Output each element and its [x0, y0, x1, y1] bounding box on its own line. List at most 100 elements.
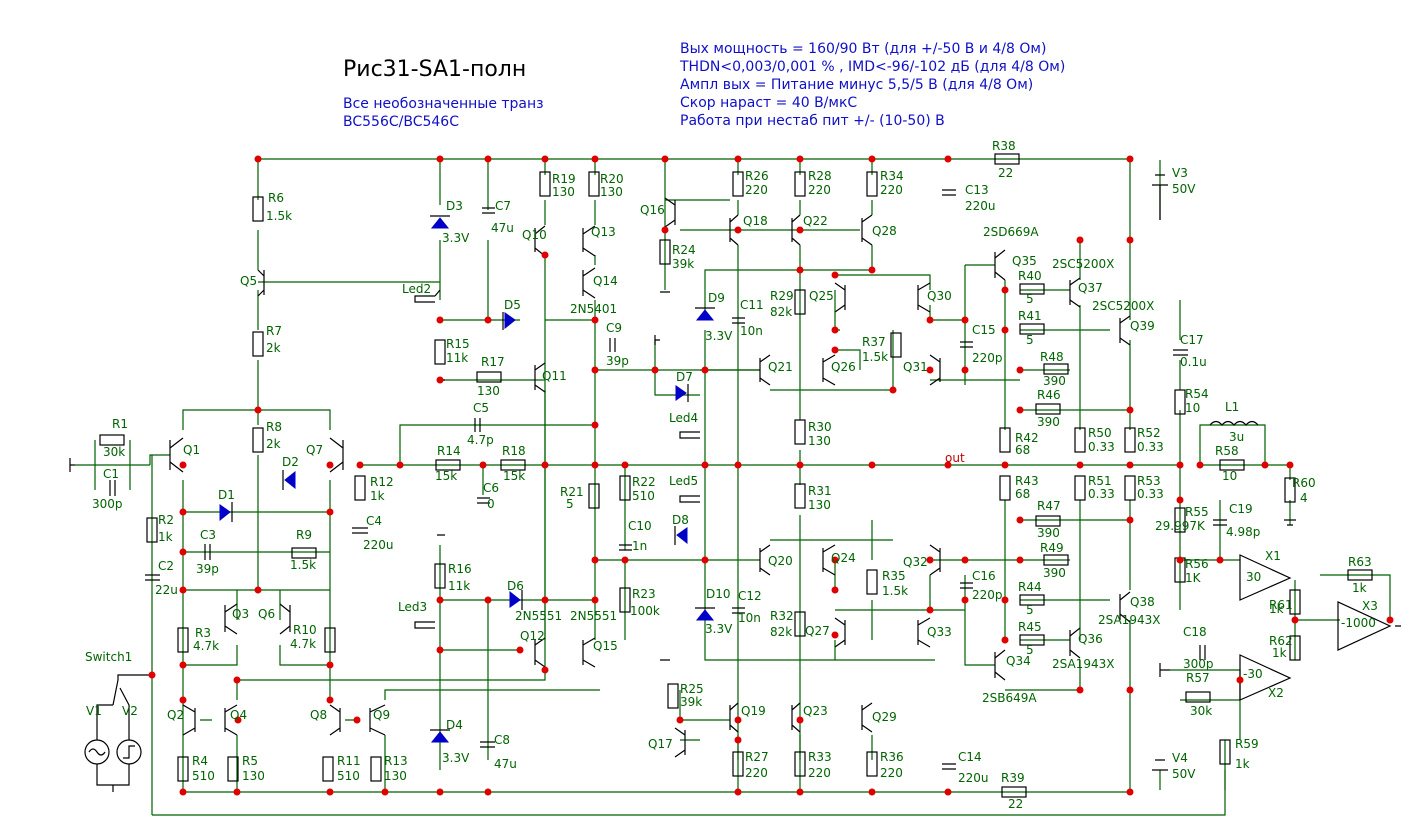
component-label: D4 — [446, 718, 463, 732]
component-value: 130 — [477, 384, 500, 398]
component-value: 220 — [880, 766, 903, 780]
junction-dot — [179, 661, 187, 669]
component-label: C13 — [965, 183, 989, 197]
junction-dot — [734, 788, 742, 796]
component-label: C19 — [1229, 502, 1253, 516]
component-label: R27 — [745, 750, 769, 764]
junction-dot — [179, 788, 187, 796]
component-value: 47u — [491, 221, 514, 235]
component-label: Q34 — [1006, 654, 1031, 668]
component-label: R4 — [192, 754, 208, 768]
component-label: 2SC5200X — [1092, 299, 1154, 313]
sources-and-amps — [69, 174, 1401, 792]
component-value: 22 — [998, 166, 1013, 180]
junction-dot — [734, 716, 742, 724]
component-value: 1K — [1185, 571, 1202, 585]
component-value: 11k — [446, 351, 468, 365]
component-value: 130 — [808, 498, 831, 512]
component-label: Q24 — [831, 551, 856, 565]
junction-dot — [831, 556, 839, 564]
component-label: X3 — [1362, 599, 1378, 613]
component-value: 0.33 — [1088, 440, 1115, 454]
component-label: Led5 — [669, 474, 698, 488]
component-value: 3.3V — [705, 622, 733, 636]
component-label: R50 — [1088, 426, 1112, 440]
component-value: 130 — [552, 185, 575, 199]
component-label: R60 — [1292, 476, 1316, 490]
component-value: 5 — [1026, 603, 1034, 617]
junction-dot — [326, 461, 334, 469]
junction-dot — [1291, 616, 1299, 624]
component-label: R36 — [880, 750, 904, 764]
component-label: C15 — [972, 323, 996, 337]
component-label: V1 — [86, 704, 102, 718]
component-label: Q7 — [306, 443, 323, 457]
junction-dot — [961, 316, 969, 324]
junction-dot — [868, 266, 876, 274]
component-label: C1 — [103, 467, 119, 481]
component-label: V2 — [122, 704, 138, 718]
junction-dot — [233, 788, 241, 796]
junction-dot — [734, 461, 742, 469]
component-label: R10 — [293, 623, 317, 637]
component-label: R56 — [1185, 557, 1209, 571]
component-label: 2SB649A — [982, 691, 1037, 705]
junction-dot — [961, 366, 969, 374]
component-value: 390 — [1037, 526, 1060, 540]
spec-line-2: THDN<0,003/0,001 % , IMD<-96/-102 дБ (дл… — [679, 59, 1065, 75]
component-label: R32 — [770, 609, 794, 623]
junction-dot — [326, 788, 334, 796]
component-label: 2N5401 — [570, 302, 617, 316]
component-label: Q38 — [1130, 595, 1155, 609]
junction-dot — [961, 596, 969, 604]
junction-dot — [179, 696, 187, 704]
component-label: Q20 — [768, 554, 793, 568]
component-label: D5 — [504, 298, 521, 312]
component-label: R18 — [502, 444, 526, 458]
junction-dot — [381, 788, 389, 796]
junction-dot — [234, 716, 242, 724]
component-label: C18 — [1183, 625, 1207, 639]
junction-dot — [516, 646, 524, 654]
junction-dot — [254, 586, 262, 594]
component-value: 50V — [1172, 767, 1196, 781]
component-value: 39p — [606, 354, 629, 368]
component-label: R1 — [112, 417, 128, 431]
junction-dot — [541, 251, 549, 259]
component-label: R31 — [808, 484, 832, 498]
resistors — [99, 153, 1373, 798]
component-value: 0.1u — [1180, 355, 1207, 369]
component-value: 390 — [1037, 415, 1060, 429]
component-value: 3u — [1229, 430, 1244, 444]
component-value: 39p — [196, 562, 219, 576]
junction-dot — [1001, 286, 1009, 294]
component-label: Led3 — [398, 600, 427, 614]
component-value: 510 — [192, 769, 215, 783]
component-label: Q14 — [593, 274, 618, 288]
junction-dot — [326, 696, 334, 704]
component-value: 220 — [745, 183, 768, 197]
junction-dot — [1001, 636, 1009, 644]
component-label: Q11 — [542, 369, 567, 383]
component-value: 0.33 — [1137, 440, 1164, 454]
component-label: 2N5551 — [515, 609, 562, 623]
component-value: 1k — [1235, 757, 1250, 771]
component-label: Q8 — [310, 708, 327, 722]
component-value: 15k — [435, 469, 457, 483]
component-value: 22 — [1008, 797, 1023, 811]
component-value: 5 — [1026, 643, 1034, 657]
junction-dot — [484, 316, 492, 324]
junction-dot — [1126, 236, 1134, 244]
junction-dot — [1001, 596, 1009, 604]
component-label: C14 — [958, 750, 982, 764]
component-value: 0.33 — [1137, 487, 1164, 501]
component-label: R61 — [1269, 598, 1293, 612]
component-label: D3 — [446, 199, 463, 213]
component-label: R9 — [296, 528, 312, 542]
junction-dot — [591, 421, 599, 429]
component-label: C10 — [628, 519, 652, 533]
component-value: 390 — [1043, 374, 1066, 388]
component-label: R37 — [862, 335, 886, 349]
junction-dot — [484, 596, 492, 604]
junction-dot — [591, 316, 599, 324]
